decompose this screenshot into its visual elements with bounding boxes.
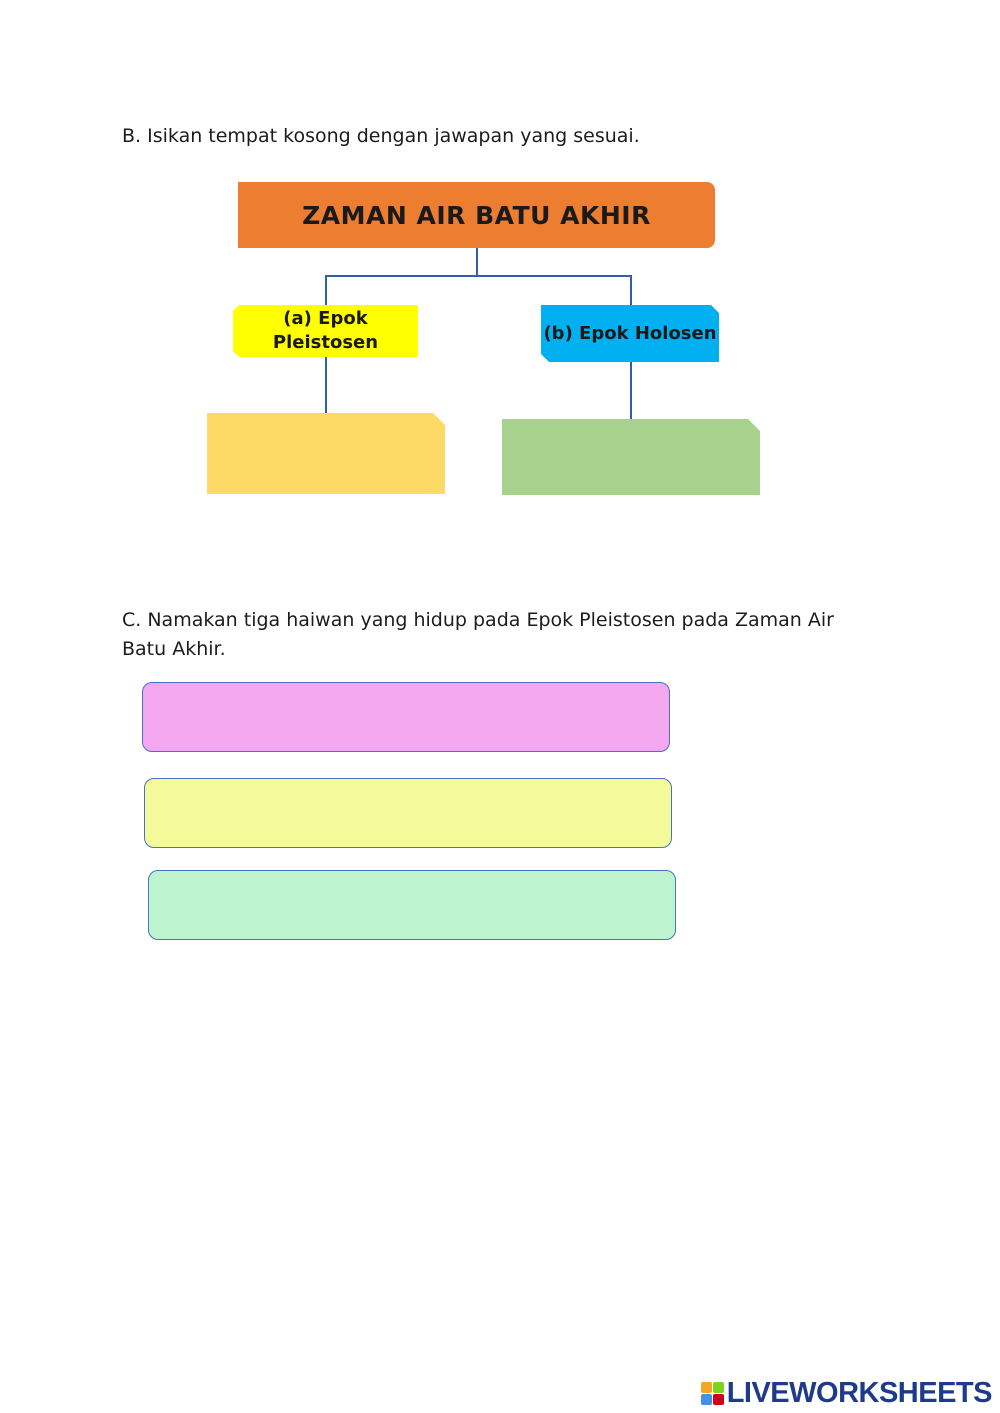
instruction-b: B. Isikan tempat kosong dengan jawapan y… xyxy=(122,125,640,147)
animal-answer-field-1[interactable] xyxy=(142,682,670,752)
answer-field-pleistosen[interactable] xyxy=(207,413,445,494)
epok-b-label: (b) Epok Holosen xyxy=(543,322,717,344)
answer-field-holosen[interactable] xyxy=(502,419,760,495)
connector-right-down xyxy=(630,275,632,305)
animal-answer-field-3[interactable] xyxy=(148,870,676,940)
connector-left-down xyxy=(325,275,327,305)
connector-left-answer xyxy=(325,357,327,413)
liveworksheets-logo-icon xyxy=(700,1381,724,1405)
epok-a-line2: Pleistosen xyxy=(272,332,379,353)
logo-text: LIVEWORKSHEETS xyxy=(726,1376,993,1409)
epok-a-line1: (a) Epok xyxy=(283,308,368,329)
diagram-title: ZAMAN AIR BATU AKHIR xyxy=(238,182,715,248)
connector-horizontal xyxy=(325,275,631,277)
epok-pleistosen-box: (a) Epok Pleistosen xyxy=(233,305,418,357)
connector-right-answer xyxy=(630,362,632,419)
liveworksheets-logo: LIVEWORKSHEETS xyxy=(700,1376,993,1410)
animal-answer-field-2[interactable] xyxy=(144,778,672,848)
epok-holosen-box: (b) Epok Holosen xyxy=(541,305,719,362)
connector-title-down xyxy=(476,248,478,276)
instruction-c: C. Namakan tiga haiwan yang hidup pada E… xyxy=(122,609,834,660)
